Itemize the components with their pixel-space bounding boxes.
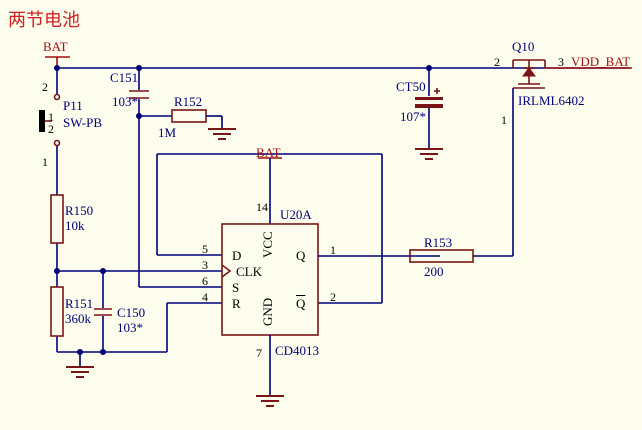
p11-side-pin-1: 1 (48, 110, 54, 124)
u20a-pin-name-d: D (232, 248, 242, 263)
ct50-plate-top (415, 97, 443, 100)
r151-value: 360k (65, 311, 91, 326)
u20a-pin-num-clk: 3 (202, 258, 208, 272)
junction-dot (426, 65, 432, 71)
u20a-part: CD4013 (275, 343, 320, 358)
r152-body (171, 109, 207, 123)
q10-pin-3: 3 (558, 55, 564, 69)
u20a-pin-name-s: S (232, 280, 240, 295)
r150-ref: R150 (65, 203, 94, 218)
ground-ct50 (415, 148, 443, 160)
u20a-pin-num-s: 6 (202, 274, 208, 288)
q10-ref: Q10 (512, 39, 535, 54)
r150-body (50, 194, 64, 244)
r151-ref: R151 (65, 296, 94, 311)
u20a-pin-name-clk: CLK (236, 264, 262, 279)
c151-ref: C151 (110, 70, 139, 85)
p11-pin-2: 2 (42, 80, 48, 94)
junction-dot (100, 268, 106, 274)
u20a-pin-name-q: Q (296, 248, 306, 263)
ct50-ref: CT50 (396, 79, 426, 94)
junction-dot (136, 113, 142, 119)
u20a-pin-name-gnd: GND (260, 297, 275, 326)
q10-mosfet (512, 59, 546, 89)
junction-dot (100, 349, 106, 355)
r152-value: 1M (158, 125, 177, 140)
u20a-pin-name-r: R (232, 296, 241, 311)
c150-ref: C150 (117, 305, 146, 320)
u20a-pin-num-gnd: 7 (256, 346, 262, 360)
ground-left (66, 366, 94, 378)
q10-pin-1: 1 (501, 113, 507, 127)
u20a-pin-num-q: 1 (330, 243, 336, 257)
c150-value: 103* (117, 320, 143, 335)
u20a-pin-name-vcc: VCC (260, 231, 275, 258)
junction-dot (54, 268, 60, 274)
u20a-pin-num-r: 4 (202, 290, 208, 304)
junction-dot (77, 349, 83, 355)
ct50-plate-bottom (415, 104, 443, 108)
r152-ref: R152 (174, 94, 203, 109)
p11-side-pin-2: 2 (48, 122, 54, 136)
r150-value: 10k (65, 218, 85, 233)
q10-part: IRLML6402 (518, 93, 585, 108)
u20a-pin-num-d: 5 (202, 242, 208, 256)
page-title: 两节电池 (8, 10, 80, 31)
u20a-pin-name-qbar: Q (296, 296, 306, 311)
ground-r152 (208, 128, 236, 140)
bat-net-label: BAT (256, 145, 281, 160)
ground-u20a (256, 395, 284, 407)
r153-value: 200 (424, 264, 444, 279)
p11-pin-1: 1 (42, 155, 48, 169)
bat-net-label: BAT (43, 39, 68, 54)
p11-ref: P11 (63, 98, 83, 113)
u20a-pin-num-vcc: 14 (256, 200, 268, 214)
u20a-pin-num-qbar: 2 (330, 290, 336, 304)
ct50-value: 107* (400, 109, 426, 124)
p11-part: SW-PB (63, 115, 103, 130)
u20a-ref: U20A (280, 207, 312, 222)
q10-pin-2: 2 (494, 55, 500, 69)
junction-dot (54, 65, 60, 71)
p11-switch (39, 93, 61, 147)
junction-dot (136, 65, 142, 71)
c151-value: 103* (112, 94, 138, 109)
r153-ref: R153 (424, 235, 453, 250)
vdd-net-label: VDD_BAT (571, 54, 631, 69)
r151-body (50, 286, 64, 337)
clk-triangle (221, 264, 232, 278)
